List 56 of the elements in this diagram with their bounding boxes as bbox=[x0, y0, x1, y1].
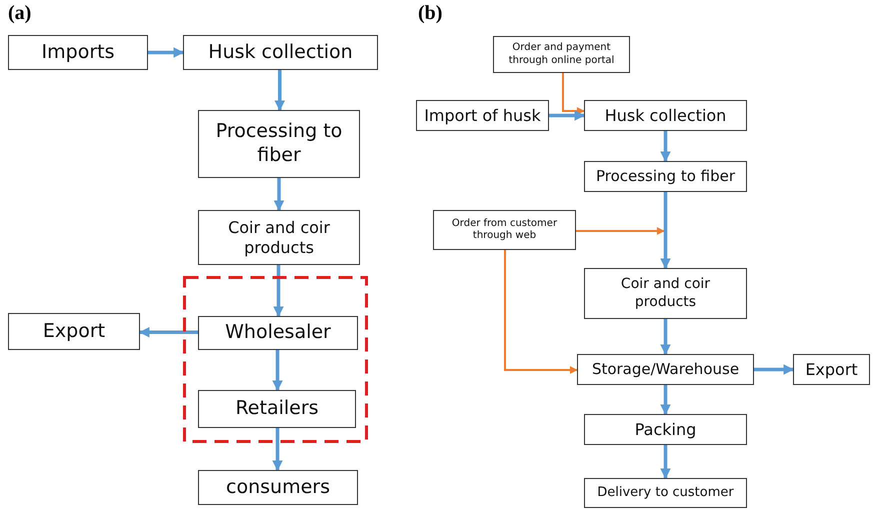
box-label: consumers bbox=[226, 476, 330, 500]
arrow bbox=[660, 385, 671, 416]
arrow bbox=[660, 131, 671, 162]
process-box bbox=[198, 316, 358, 350]
panel-label: (a) bbox=[8, 2, 32, 25]
box-label: Coir and coir products bbox=[227, 218, 331, 258]
arrow bbox=[273, 265, 284, 318]
arrow bbox=[272, 428, 283, 472]
process-box bbox=[584, 268, 747, 319]
dashed-group-frame bbox=[183, 276, 368, 443]
process-box bbox=[198, 110, 360, 178]
process-box bbox=[8, 35, 148, 70]
box-label: Wholesaler bbox=[225, 321, 331, 345]
process-box bbox=[8, 313, 140, 350]
panel-label: (b) bbox=[418, 2, 442, 25]
box-label: Export bbox=[42, 320, 106, 344]
box-label: Husk collection bbox=[208, 40, 353, 64]
arrow bbox=[549, 110, 586, 121]
box-label: Processing to fiber bbox=[214, 120, 344, 168]
arrow bbox=[754, 364, 794, 375]
process-box bbox=[793, 354, 870, 385]
process-box bbox=[584, 478, 747, 508]
process-box bbox=[493, 36, 630, 73]
arrow bbox=[660, 319, 671, 356]
box-label: Order and payment through online portal bbox=[508, 42, 616, 67]
process-box bbox=[183, 35, 378, 70]
box-label: Coir and coir products bbox=[620, 276, 712, 311]
box-label: Retailers bbox=[235, 397, 319, 421]
process-box bbox=[577, 354, 754, 385]
process-box bbox=[584, 161, 747, 192]
box-label: Order from customer through web bbox=[450, 218, 558, 242]
arrow bbox=[148, 47, 184, 58]
process-box bbox=[416, 100, 549, 131]
arrow bbox=[660, 445, 671, 480]
process-box bbox=[584, 414, 747, 445]
arrow bbox=[274, 178, 284, 212]
arrow bbox=[562, 73, 585, 115]
box-label: Import of husk bbox=[424, 106, 541, 126]
arrow bbox=[138, 327, 198, 338]
box-label: Processing to fiber bbox=[596, 167, 736, 186]
arrow bbox=[576, 227, 665, 235]
box-label: Husk collection bbox=[604, 106, 726, 126]
process-box bbox=[198, 210, 360, 265]
box-label: Export bbox=[805, 360, 858, 380]
box-label: Imports bbox=[42, 40, 114, 64]
process-box bbox=[433, 210, 576, 250]
box-label: Packing bbox=[634, 420, 696, 440]
arrow bbox=[274, 70, 285, 112]
box-label: Storage/Warehouse bbox=[592, 360, 740, 379]
process-box bbox=[198, 470, 358, 505]
arrow bbox=[660, 192, 671, 270]
process-box bbox=[584, 100, 747, 131]
process-box bbox=[198, 390, 356, 428]
box-label: Delivery to customer bbox=[597, 484, 734, 502]
arrow bbox=[504, 250, 578, 374]
arrow bbox=[272, 350, 283, 392]
